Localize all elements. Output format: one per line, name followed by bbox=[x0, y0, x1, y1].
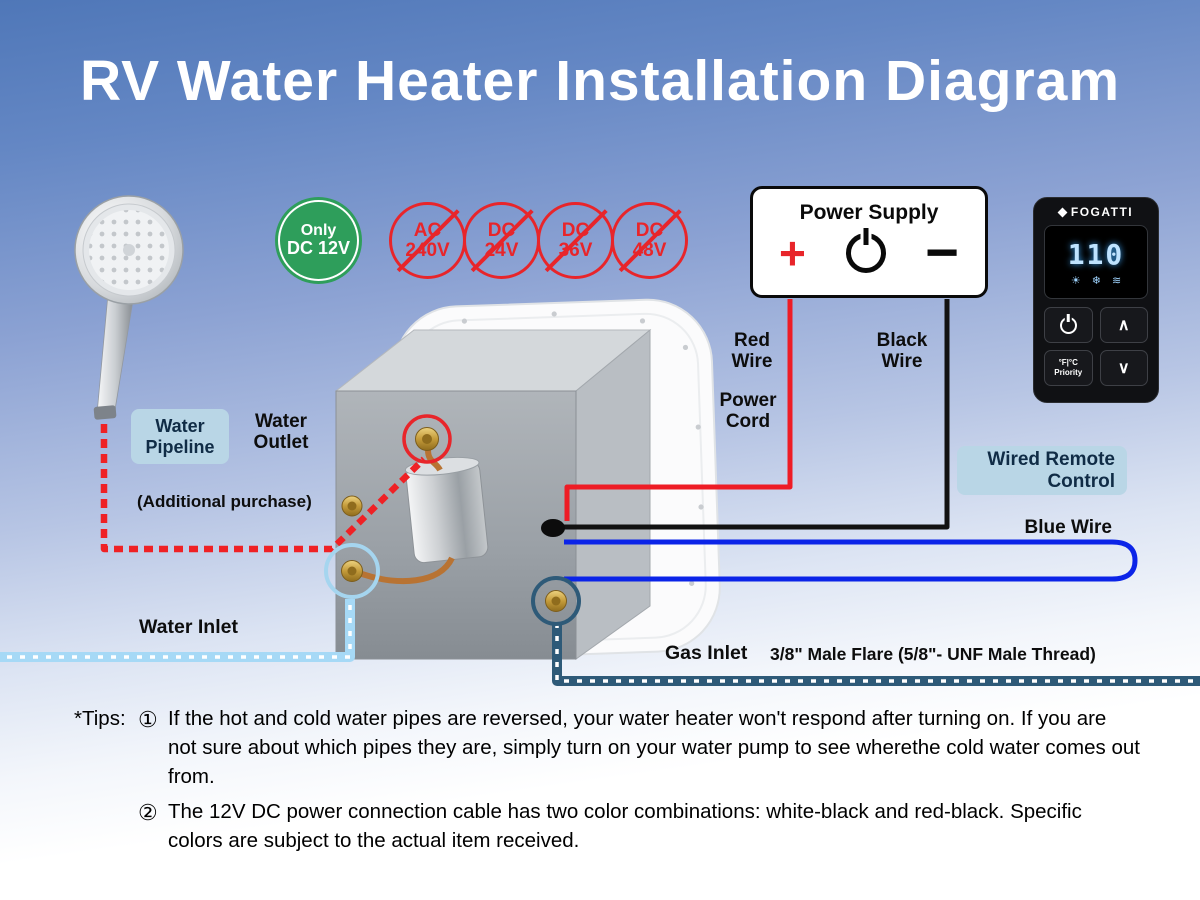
water-inlet-ring bbox=[324, 543, 380, 599]
power-supply-title: Power Supply bbox=[799, 201, 939, 224]
power-icon bbox=[1059, 316, 1077, 334]
chevron-up-icon: ∧ bbox=[1117, 317, 1130, 334]
prohibited-dc48v-badge: DC 48V bbox=[611, 202, 688, 279]
prohibited-ac240v-badge: AC 240V bbox=[389, 202, 466, 279]
heat-icon: ☀ bbox=[1070, 274, 1081, 287]
water-inlet-line bbox=[0, 599, 355, 662]
remote-temperature-readout: 110 bbox=[1067, 237, 1125, 271]
tip-text-2: The 12V DC power connection cable has tw… bbox=[168, 800, 1082, 853]
plus-terminal: + bbox=[779, 226, 806, 279]
gas-inlet-ring bbox=[531, 576, 581, 626]
badge-line: AC bbox=[413, 220, 442, 242]
only-dc12v-line2: DC 12V bbox=[286, 238, 351, 259]
water-waves-icon: ≋ bbox=[1111, 274, 1122, 287]
side-fitting bbox=[341, 495, 363, 517]
remote-control-device: FOGATTI 110 ☀ ❄ ≋ ∧ °F|°C Priority ∨ bbox=[1033, 197, 1159, 403]
power-icon bbox=[845, 233, 886, 273]
snowflake-icon: ❄ bbox=[1091, 274, 1101, 287]
gas-inlet-fitting bbox=[545, 590, 567, 612]
copper-pipe-lower bbox=[361, 556, 455, 585]
red-wire-label: Red Wire bbox=[731, 330, 773, 373]
water-inlet-fitting bbox=[341, 560, 363, 582]
tips-prefix: *Tips: bbox=[74, 707, 126, 730]
badge-line: 48V bbox=[632, 239, 667, 261]
additional-purchase-note: (Additional purchase) bbox=[137, 492, 312, 511]
wired-remote-line2: Control bbox=[1047, 470, 1115, 492]
only-dc12v-badge: Only DC 12V bbox=[275, 197, 362, 284]
prohibited-dc36v-badge: DC 36V bbox=[537, 202, 614, 279]
water-outlet-ring bbox=[402, 414, 452, 464]
wired-remote-line1: Wired Remote bbox=[987, 448, 1115, 470]
power-plug bbox=[541, 519, 565, 537]
fogatti-logo-icon bbox=[1057, 207, 1068, 217]
tip-number-2: ② bbox=[138, 800, 158, 826]
remote-down-button: ∨ bbox=[1099, 350, 1148, 386]
page-title: RV Water Heater Installation Diagram bbox=[79, 49, 1121, 113]
gas-line bbox=[552, 624, 1200, 686]
black-wire-label: Black Wire bbox=[876, 330, 928, 373]
tip-text-1: If the hot and cold water pipes are reve… bbox=[168, 707, 1140, 789]
only-dc12v-line1: Only bbox=[300, 221, 337, 239]
heat-exchanger-cylinder bbox=[404, 456, 489, 564]
badge-line: DC bbox=[487, 220, 516, 242]
tips-section: *Tips: ① If the hot and cold water pipes… bbox=[74, 704, 1140, 856]
badge-line: 36V bbox=[558, 239, 593, 261]
water-outlet-fitting bbox=[415, 427, 439, 451]
water-inlet-label: Water Inlet bbox=[139, 616, 238, 638]
water-pipeline-label: Water Pipeline bbox=[131, 409, 229, 464]
gas-inlet-label: Gas Inlet bbox=[665, 642, 748, 664]
blue-wire-label: Blue Wire bbox=[1024, 517, 1112, 538]
remote-temp-priority-button: °F|°C Priority bbox=[1044, 350, 1093, 386]
badge-line: DC bbox=[635, 220, 664, 242]
badge-line: DC bbox=[561, 220, 590, 242]
remote-power-button bbox=[1044, 307, 1093, 343]
red-water-pipeline bbox=[100, 424, 427, 553]
priority-label: Priority bbox=[1054, 368, 1083, 377]
power-supply-box: Power Supply + − bbox=[750, 186, 988, 298]
chevron-down-icon: ∨ bbox=[1117, 360, 1130, 377]
badge-line: 24V bbox=[484, 239, 519, 261]
red-wire bbox=[564, 299, 793, 521]
remote-display: 110 ☀ ❄ ≋ bbox=[1044, 225, 1148, 299]
wired-remote-control-label: Wired Remote Control bbox=[957, 446, 1127, 495]
gas-spec-label: 3/8" Male Flare (5/8"- UNF Male Thread) bbox=[770, 644, 1096, 664]
water-outlet-label: Water Outlet bbox=[253, 411, 309, 454]
black-wire bbox=[564, 299, 950, 530]
remote-up-button: ∧ bbox=[1099, 307, 1148, 343]
prohibited-dc24v-badge: DC 24V bbox=[463, 202, 540, 279]
badge-line: 240V bbox=[405, 239, 450, 261]
minus-terminal: − bbox=[925, 219, 959, 285]
power-cord-label: Power Cord bbox=[719, 390, 777, 433]
blue-wire bbox=[564, 539, 1138, 582]
shower-head-illustration bbox=[74, 195, 184, 420]
temp-unit-label: °F|°C bbox=[1058, 358, 1078, 367]
tip-number-1: ① bbox=[138, 707, 158, 732]
remote-brand: FOGATTI bbox=[1070, 205, 1134, 219]
